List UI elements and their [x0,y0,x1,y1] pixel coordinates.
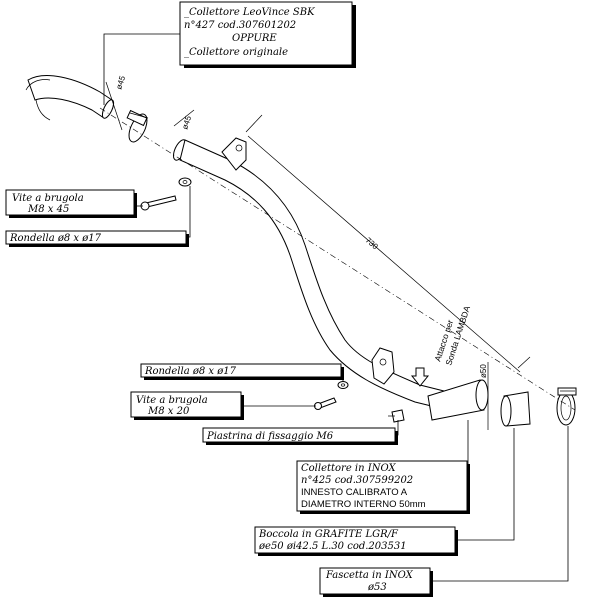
callout-rondella-2: Rondella ø8 x ø17 [140,363,344,382]
inox-clamp [556,387,577,426]
svg-text:Collettore in INOX: Collettore in INOX [301,463,396,474]
svg-text:Vite a brugola: Vite a brugola [12,193,84,204]
svg-text:n°427 cod.307601202: n°427 cod.307601202 [184,20,296,31]
svg-text:ø45: ø45 [114,74,127,90]
dimension-d45-b: ø45 [173,109,195,131]
washer-upper [178,177,192,187]
fixing-plate [388,409,405,423]
dimension-d50: ø50 [479,362,489,430]
screw-m8x45 [140,195,177,211]
callout-original-collector: _Collettore LeoVince SBK n°427 cod.30760… [103,1,356,105]
svg-text:ø53: ø53 [367,582,387,593]
svg-text:Boccola in GRAFITE LGR/F: Boccola in GRAFITE LGR/F [258,529,399,540]
svg-text:_Collettore LeoVince SBK: _Collettore LeoVince SBK [184,7,315,18]
svg-text:øe50 øi42.5 L.30 cod.203531: øe50 øi42.5 L.30 cod.203531 [258,541,407,552]
svg-text:Rondella ø8 x ø17: Rondella ø8 x ø17 [144,366,237,377]
inox-collector-pipe [179,137,489,421]
screw-m8x20 [314,397,337,410]
callout-fascetta: Fascetta in INOX ø53 [319,426,569,597]
first-clamp [126,109,149,143]
svg-text:M8 x 20: M8 x 20 [147,406,190,417]
svg-text:DIAMETRO INTERNO 50mm: DIAMETRO INTERNO 50mm [301,499,426,510]
centerline [99,107,576,411]
callout-boccola: Boccola in GRAFITE LGR/F øe50 øi42.5 L.3… [254,428,515,556]
original-collector-pipe [25,75,115,121]
svg-text:M8 x 45: M8 x 45 [27,204,69,215]
lambda-arrow [410,367,430,387]
callout-vite-m8x45: Vite a brugola M8 x 45 [5,189,143,218]
svg-text:n°425 cod.307599202: n°425 cod.307599202 [301,475,413,486]
svg-text:Rondella ø8 x ø17: Rondella ø8 x ø17 [9,233,102,244]
callout-vite-m8x20: Vite a brugola M8 x 20 [130,391,316,420]
graphite-bushing [500,391,531,427]
svg-text:Piastrina di fissaggio M6: Piastrina di fissaggio M6 [206,431,334,442]
svg-text:INNESTO CALIBRATO A: INNESTO CALIBRATO A [301,487,408,498]
svg-text:ø50: ø50 [479,364,488,378]
callout-collettore-inox: Collettore in INOX n°425 cod.307599202 I… [296,420,470,514]
svg-text:ø45: ø45 [180,114,193,130]
svg-text:_Collettore originale: _Collettore originale [184,47,288,58]
svg-text:OPPURE: OPPURE [232,33,277,44]
svg-text:Fascetta in INOX: Fascetta in INOX [325,570,414,581]
washer-lower [337,381,349,389]
svg-text:Vite a brugola: Vite a brugola [136,395,208,406]
callout-piastrina: Piastrina di fissaggio M6 [202,420,399,445]
callout-rondella-1: Rondella ø8 x ø17 [5,186,191,247]
dimension-d45-a: ø45 [105,74,127,131]
